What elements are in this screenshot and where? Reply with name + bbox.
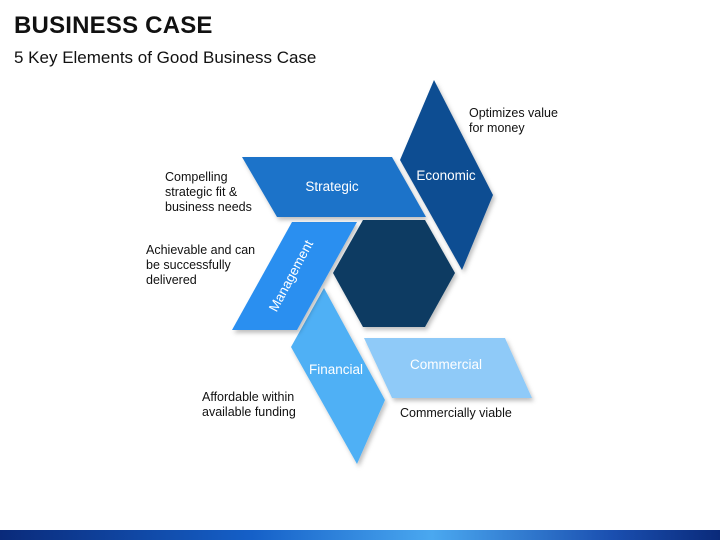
strategic-label: Strategic [305, 179, 359, 194]
center-hexagon [333, 220, 455, 327]
commercial-label: Commercial [410, 357, 482, 372]
strategic-shape [242, 157, 426, 217]
commercial-shape [364, 338, 532, 398]
commercial-note: Commercially viable [400, 406, 512, 420]
economic-note: Optimizes value for money [469, 106, 558, 135]
management-note: Achievable and can be successfully deliv… [146, 243, 256, 287]
strategic-note: Compelling strategic fit & business need… [165, 170, 252, 214]
bottom-accent-bar [0, 530, 720, 540]
economic-shape [400, 80, 493, 270]
management-shape [232, 222, 357, 330]
financial-label: Financial [309, 362, 363, 377]
financial-shape [291, 288, 385, 464]
economic-label: Economic [416, 168, 476, 183]
page-subtitle: 5 Key Elements of Good Business Case [14, 48, 317, 67]
financial-note: Affordable within available funding [202, 390, 296, 419]
page-title: BUSINESS CASE [14, 12, 213, 39]
